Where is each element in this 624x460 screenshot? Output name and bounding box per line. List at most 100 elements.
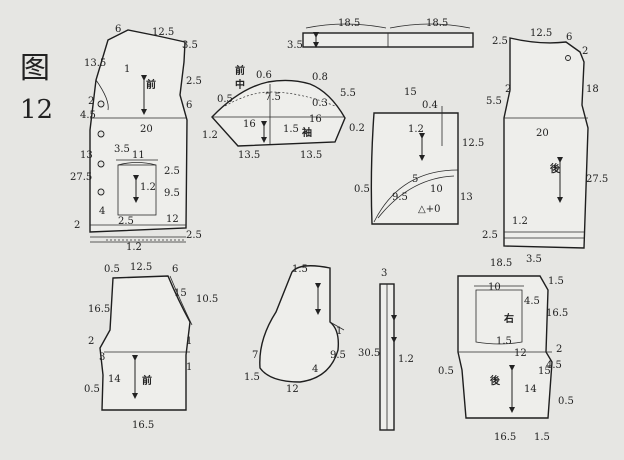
bt-label-3-5: 3.5 <box>526 254 542 265</box>
bt-label-0-5: 0.5 <box>438 366 454 377</box>
pf-label-5: 5 <box>412 174 418 185</box>
fb-label-13: 13 <box>80 150 93 161</box>
bt-label-2: 2 <box>556 344 562 355</box>
pf-label-12-5: 12.5 <box>462 138 484 149</box>
pb-label-9-5: 9.5 <box>330 350 346 361</box>
bt-label-1-5: 1.5 <box>548 276 564 287</box>
pf-label-10: 10 <box>430 184 443 195</box>
pf-label-0-5: 0.5 <box>354 184 370 195</box>
pf-label-13: 13 <box>460 192 473 203</box>
bb-label-18: 18 <box>586 84 599 95</box>
wb-label-1-2: 1.2 <box>398 354 414 365</box>
bb-label-27-5: 27.5 <box>586 174 608 185</box>
ft-label-14: 14 <box>108 374 121 385</box>
fb-label-2-5d: 2.5 <box>186 230 202 241</box>
pf-label-15: 15 <box>404 87 417 98</box>
bt-label-16-5: 16.5 <box>546 308 568 319</box>
ft-label-0-5b: 0.5 <box>84 384 100 395</box>
fb-label-6: 6 <box>115 24 121 35</box>
ft-label-2: 2 <box>88 336 94 347</box>
bb-label-12-5: 12.5 <box>530 28 552 39</box>
ft-label-6: 6 <box>172 264 178 275</box>
fb-label-11: 11 <box>132 150 145 161</box>
bt-label-0-5b: 0.5 <box>558 396 574 407</box>
bb-label-2-5b: 2.5 <box>482 230 498 241</box>
sc-label-0-3: 0.3 <box>312 98 328 109</box>
fb-label-3-5b: 3.5 <box>114 144 130 155</box>
collar-label-18-5a: 18.5 <box>338 18 360 29</box>
fb-label-2: 2 <box>88 96 94 107</box>
fb-label-27-5: 27.5 <box>70 172 92 183</box>
bb-label-5-5: 5.5 <box>486 96 502 107</box>
bb-label-2b: 2 <box>505 84 511 95</box>
fb-label-13-5: 13.5 <box>84 58 106 69</box>
collar-label-18-5b: 18.5 <box>426 18 448 29</box>
figure-label-char: 图 <box>20 51 50 86</box>
ft-label-1: 1 <box>186 336 192 347</box>
bt-label-12: 12 <box>514 348 527 359</box>
bb-label-2: 2 <box>582 46 588 57</box>
bb-label-1-2: 1.2 <box>512 216 528 227</box>
sc-label-13-5b: 13.5 <box>300 150 322 161</box>
front-bodice-piece <box>89 29 188 243</box>
bt-label-1-5c: 1.5 <box>534 432 550 443</box>
bb-back-char: 後 <box>550 162 561 175</box>
ft-label-16-5: 16.5 <box>88 304 110 315</box>
bb-label-20: 20 <box>536 128 549 139</box>
bb-label-6: 6 <box>566 32 572 43</box>
sc-label-1-2: 1.2 <box>202 130 218 141</box>
bt-label-10: 10 <box>488 282 501 293</box>
sc-label-16a: 16 <box>243 119 256 130</box>
collar-strip-piece <box>302 23 474 48</box>
sc-label-5-5: 5.5 <box>340 88 356 99</box>
pb-label-4: 4 <box>312 364 318 375</box>
waistband-piece <box>379 283 397 431</box>
collar-label-3-5: 3.5 <box>287 40 303 51</box>
fb-label-2b: 2 <box>74 220 80 231</box>
pocket-facing-piece <box>370 106 459 225</box>
fb-label-1-2b: 1.2 <box>126 242 142 253</box>
fb-label-3-5: 3.5 <box>182 40 198 51</box>
fb-label-20: 20 <box>140 124 153 135</box>
bt-label-4-5: 4.5 <box>524 296 540 307</box>
bt-label-14: 14 <box>524 384 537 395</box>
fb-label-2-5c: 2.5 <box>118 216 134 227</box>
fb-label-1-2: 1.2 <box>140 182 156 193</box>
ft-label-0-5: 0.5 <box>104 264 120 275</box>
bt-back-char: 後 <box>490 374 501 387</box>
fb-label-2-5: 2.5 <box>186 76 202 87</box>
pb-label-1: 1 <box>336 326 342 337</box>
fb-label-6b: 6 <box>186 100 192 111</box>
sc-label-16b: 16 <box>309 114 322 125</box>
ft-label-3: 3 <box>99 352 105 363</box>
bb-label-2-5: 2.5 <box>492 36 508 47</box>
back-trouser-piece <box>457 275 553 419</box>
ft-label-10-5: 10.5 <box>196 294 218 305</box>
back-bodice-piece <box>503 37 589 249</box>
fb-label-4: 4 <box>99 206 105 217</box>
pb-label-7: 7 <box>252 350 258 361</box>
sc-label-0-2: 0.2 <box>349 123 365 134</box>
sc-label-0-5: 0.5 <box>217 94 233 105</box>
wb-label-30-5: 30.5 <box>358 348 380 359</box>
pb-label-1-5b: 1.5 <box>244 372 260 383</box>
ft-front-char: 前 <box>142 374 152 387</box>
bt-label-15: 15 <box>538 366 551 377</box>
fb-label-4-5: 4.5 <box>80 110 96 121</box>
fb-label-9-5: 9.5 <box>164 188 180 199</box>
bt-right-char: 右 <box>503 312 514 325</box>
pf-label-9-5: 9.5 <box>392 192 408 203</box>
fb-label-12: 12 <box>166 214 179 225</box>
fb-label-12-5: 12.5 <box>152 27 174 38</box>
fb-label-2-5b: 2.5 <box>164 166 180 177</box>
pocket-bag-piece <box>259 265 345 383</box>
ft-label-12-5: 12.5 <box>130 262 152 273</box>
sc-label-0-8: 0.8 <box>312 72 328 83</box>
figure-number: 12 <box>20 95 53 125</box>
bt-label-1-5b: 1.5 <box>496 336 512 347</box>
pf-label-delta: △+0 <box>418 204 440 215</box>
bt-label-4-5b: 4.5 <box>546 360 562 371</box>
sc-label-0-6: 0.6 <box>256 70 272 81</box>
